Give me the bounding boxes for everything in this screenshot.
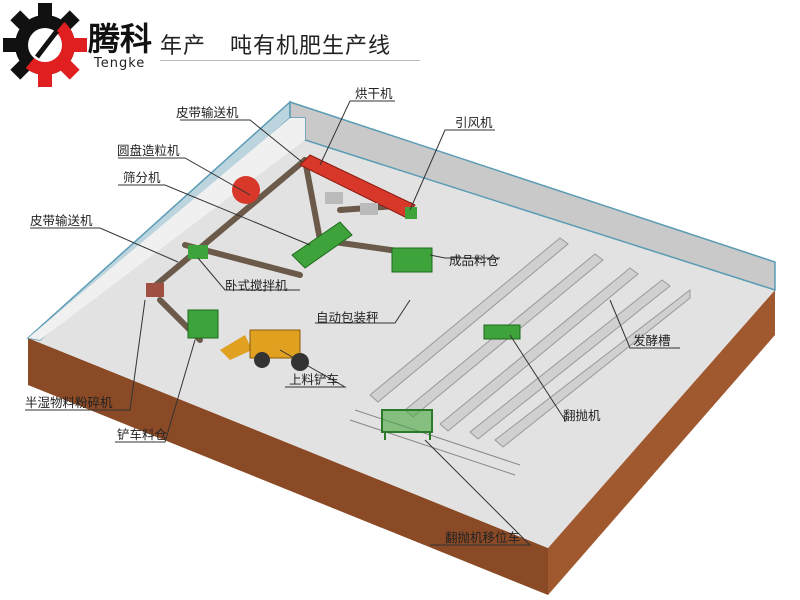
label-disc-granulator: 圆盘造粒机 [117, 143, 180, 158]
induced-fan-machine [405, 207, 417, 219]
turner-machine [483, 324, 521, 340]
fermentation-tanks [349, 237, 691, 476]
disc-granulator [232, 176, 260, 204]
forklift-bin-machine [187, 309, 219, 339]
label-induced-fan: 引风机 [455, 115, 493, 130]
gear-logo-icon [3, 3, 87, 87]
turner-shift-car [381, 409, 433, 440]
logo [0, 0, 90, 90]
label-belt-conveyor-left: 皮带输送机 [30, 213, 93, 228]
title-divider [160, 60, 420, 61]
label-forklift-bin: 铲车料仓 [117, 427, 168, 442]
title-part-2: 吨有机肥生产线 [230, 34, 392, 59]
label-dryer: 烘干机 [355, 86, 393, 101]
logo-text-cn: 腾科 [88, 20, 153, 58]
label-horizontal-mixer: 卧式搅拌机 [225, 278, 288, 293]
floor-base-right [548, 290, 775, 595]
crusher-machine [146, 283, 164, 297]
title-part-1: 年产 [160, 34, 207, 59]
floor-base-left [28, 338, 548, 595]
label-fermentation-tank: 发酵槽 [633, 333, 671, 348]
logo-text-en: Tengke [94, 56, 146, 71]
label-turner-shift-car: 翻抛机移位车 [445, 530, 520, 545]
screening-machine [291, 221, 353, 269]
label-screening-machine: 筛分机 [123, 170, 161, 185]
page-title: 年产吨有机肥生产线 [160, 28, 391, 60]
wall-back-inner [28, 118, 305, 340]
label-turner: 翻抛机 [563, 408, 601, 423]
label-auto-packing-scale: 自动包装秤 [316, 310, 379, 325]
label-belt-conveyor-top: 皮带输送机 [176, 105, 239, 120]
product-bin-machine [391, 247, 433, 273]
dryer-machine [299, 154, 416, 218]
loader-machine [220, 329, 309, 371]
horizontal-mixer-machine [188, 245, 208, 259]
label-product-bin: 成品料仓 [449, 253, 500, 268]
leader-lines [25, 100, 680, 546]
label-semi-wet-crusher: 半湿物料粉碎机 [25, 395, 113, 410]
label-loader: 上料铲车 [289, 372, 339, 387]
